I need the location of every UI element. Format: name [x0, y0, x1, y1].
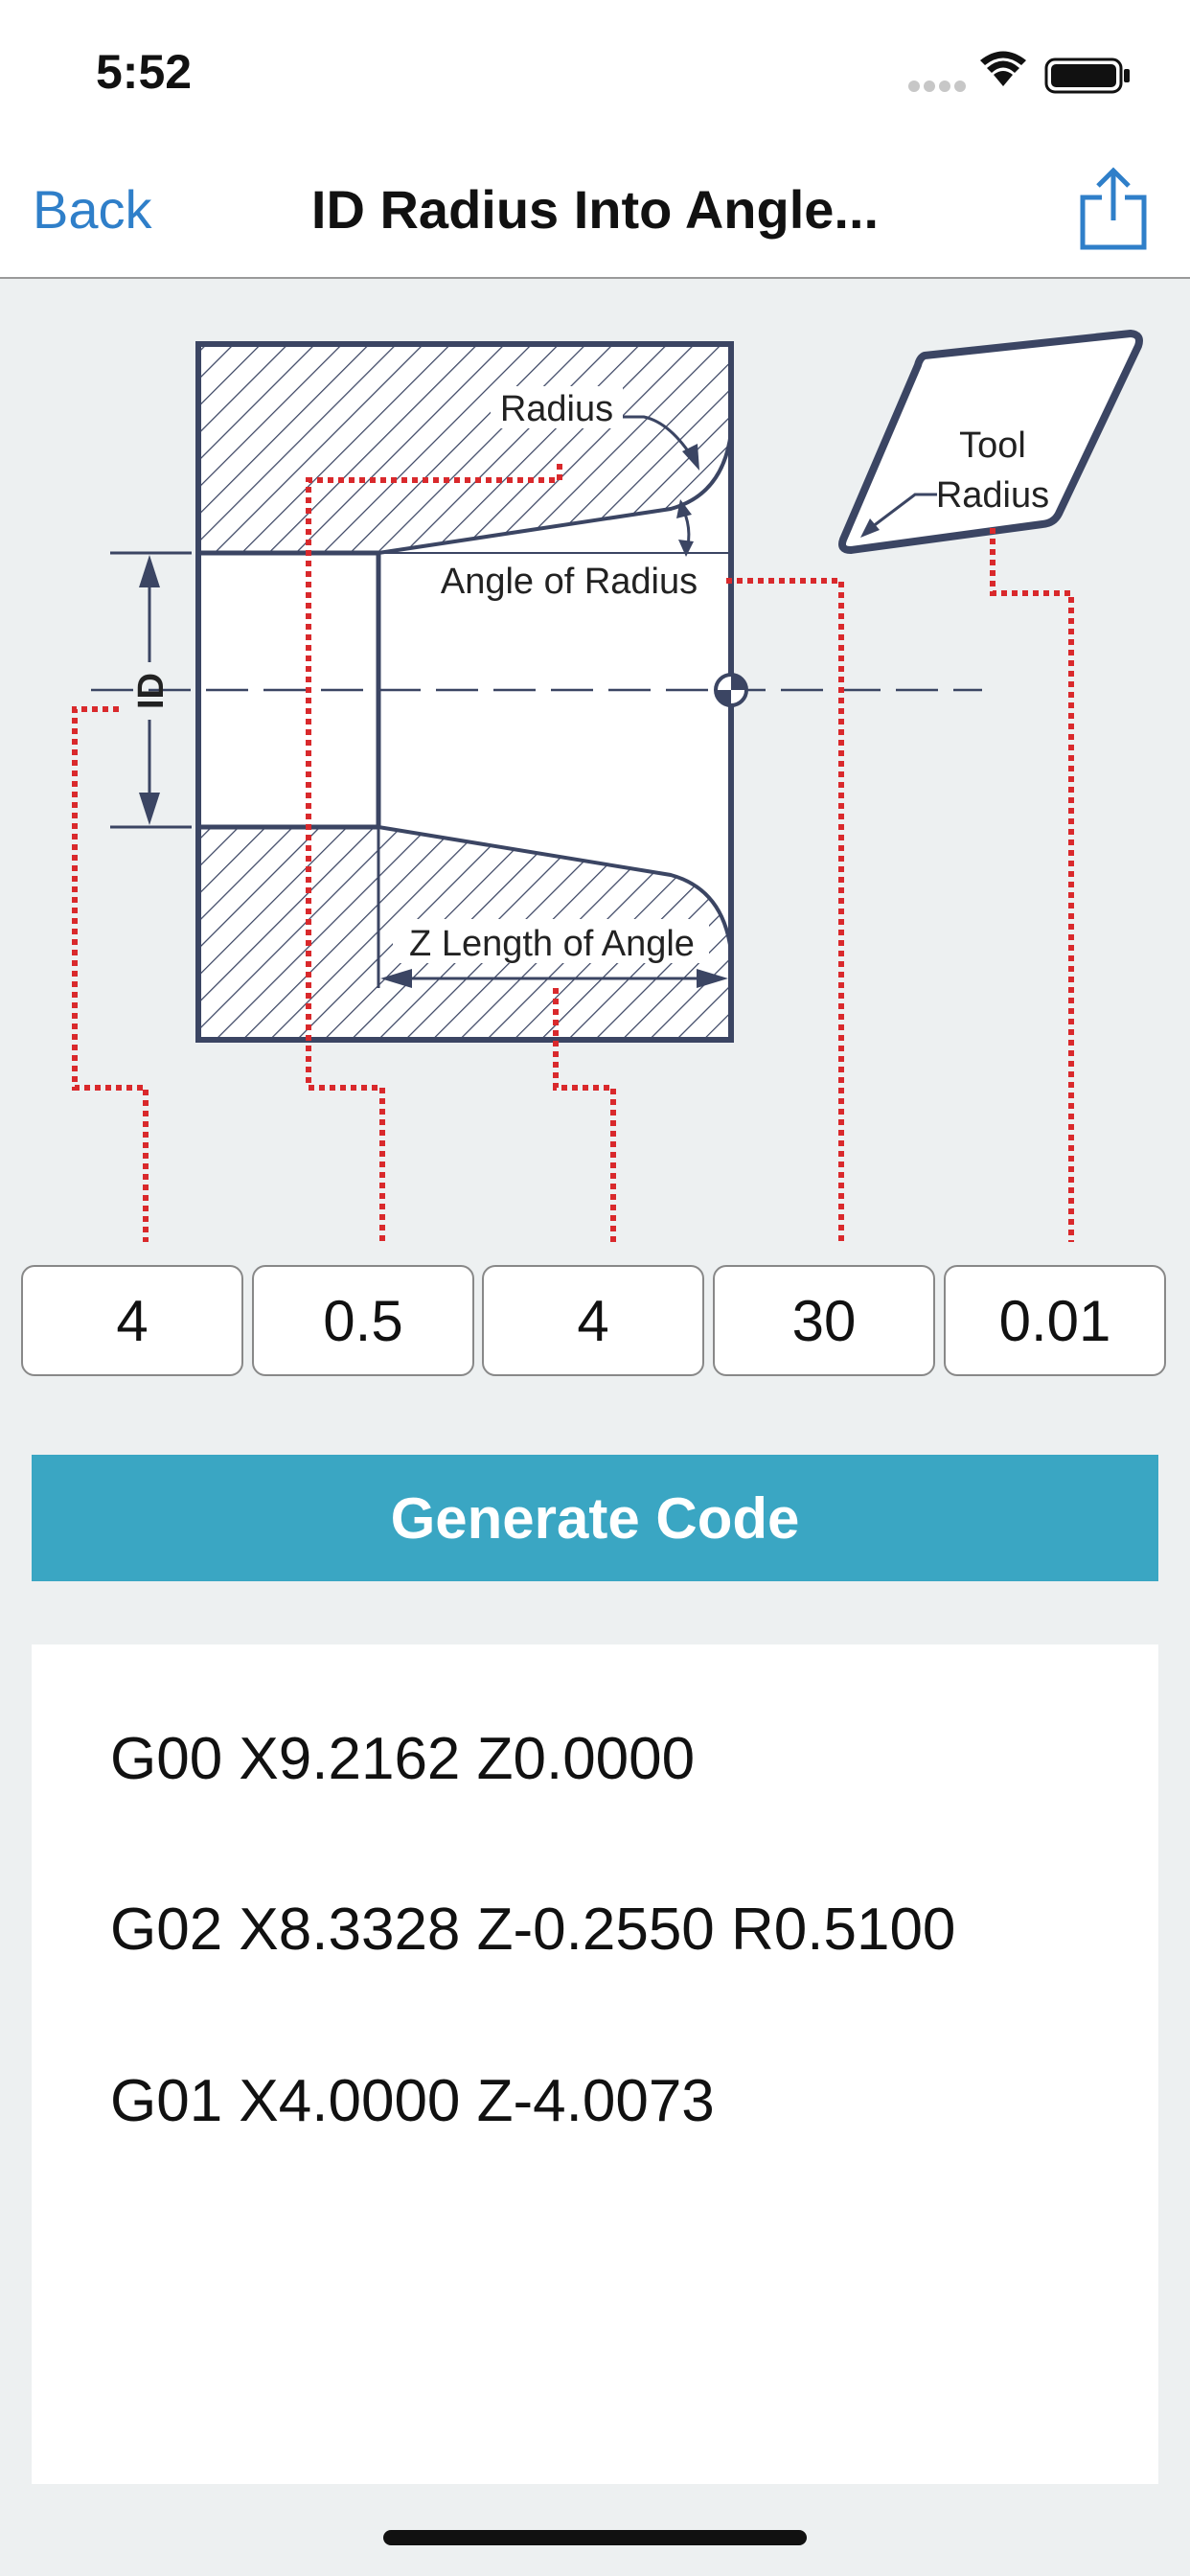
- battery-icon: [1044, 58, 1130, 94]
- z-length-of-angle-label: Z Length of Angle: [409, 924, 695, 964]
- cellular-signal-icon: [908, 80, 966, 92]
- home-indicator[interactable]: [383, 2530, 807, 2545]
- code-output: G00 X9.2162 Z0.0000 G02 X8.3328 Z-0.2550…: [32, 1644, 1158, 2484]
- generate-code-button[interactable]: Generate Code: [32, 1455, 1158, 1581]
- tool-label-line1: Tool: [959, 426, 1026, 466]
- datum-origin-icon: [714, 673, 748, 707]
- status-time: 5:52: [96, 45, 193, 99]
- machining-diagram: ID Radius Angle of Radius Z Length of An…: [72, 330, 1143, 1242]
- code-line: G02 X8.3328 Z-0.2550 R0.5100: [110, 1897, 956, 1963]
- tool-label-line2: Radius: [936, 475, 1049, 516]
- code-line: G01 X4.0000 Z-4.0073: [110, 2068, 715, 2134]
- radius-input[interactable]: [252, 1265, 474, 1376]
- z-length-input[interactable]: [482, 1265, 704, 1376]
- share-icon[interactable]: [1075, 165, 1152, 251]
- angle-of-radius-label: Angle of Radius: [441, 562, 698, 602]
- leader-lines: [72, 464, 1074, 1242]
- back-button[interactable]: Back: [33, 179, 152, 240]
- id-dimension: [110, 551, 192, 829]
- id-input[interactable]: [21, 1265, 243, 1376]
- z-length-dimension: [377, 827, 728, 988]
- status-bar: 5:52: [0, 0, 1190, 144]
- code-line: G00 X9.2162 Z0.0000: [110, 1726, 696, 1792]
- wifi-icon: [980, 51, 1026, 86]
- id-label: ID: [131, 673, 172, 709]
- navigation-bar: Back ID Radius Into Angle...: [0, 144, 1190, 279]
- parameter-inputs: [21, 1265, 1171, 1378]
- status-icons: [908, 51, 1130, 94]
- tool-radius-input[interactable]: [944, 1265, 1166, 1376]
- page-title: ID Radius Into Angle...: [310, 179, 880, 240]
- radius-label: Radius: [500, 389, 613, 429]
- angle-input[interactable]: [713, 1265, 935, 1376]
